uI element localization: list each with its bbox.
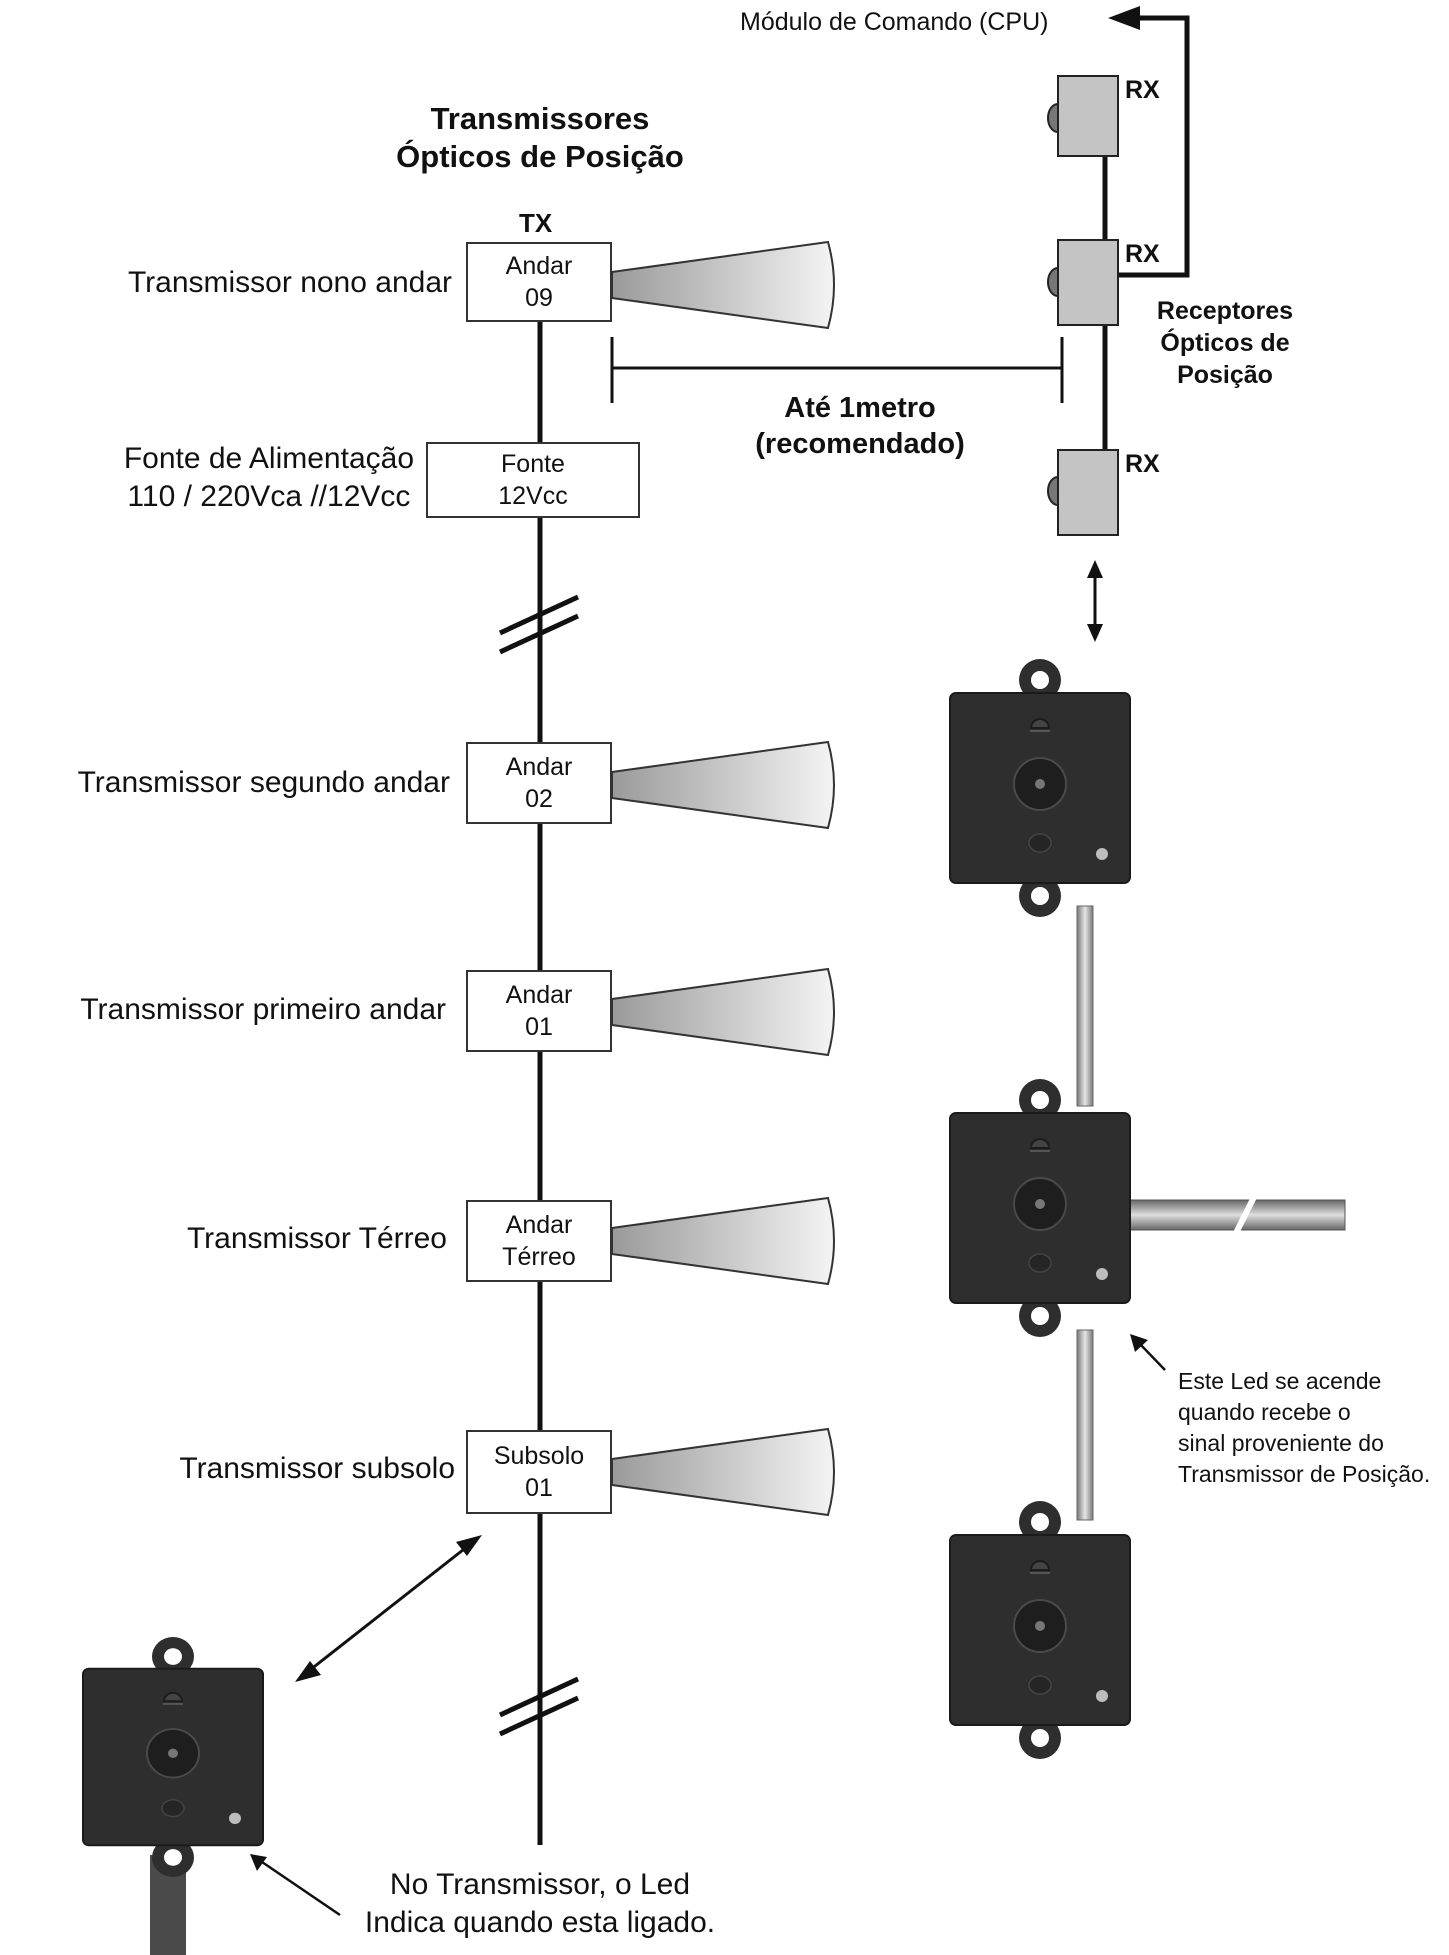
pointer-arrow-icon [250,1854,341,1917]
led-note-receiver-line3: sinal proveniente do [1178,1430,1384,1456]
pipe [1076,905,1094,1107]
power-supply-label-line1: Fonte de Alimentação [123,442,414,475]
tx-box-line2: 02 [525,785,553,813]
distance-label: Até 1metro (recomendado) [720,390,1000,462]
tx-box-andar-09: Andar 09 [466,242,612,322]
pipe-horizontal [1127,1193,1346,1237]
tx-box-line2: 01 [525,1013,553,1041]
rx-sensor [1047,449,1119,536]
transmitter-label-subsolo: Transmissor subsolo [179,1452,455,1485]
power-supply-box-line1: Fonte [501,450,565,478]
tx-box-line1: Andar [505,981,573,1009]
tx-box-line1: Andar [505,753,573,781]
led-note-receiver-line1: Este Led se acende [1178,1368,1382,1394]
receivers-label-line2: Ópticos de [1160,329,1290,357]
receivers-label: Receptores Ópticos de Posição [1135,295,1315,391]
tx-box-line2: 09 [525,284,553,312]
diagram-title-line1: Transmissores [430,101,650,136]
transmitter-label-segundo: Transmissor segundo andar [77,766,450,799]
diagram-title: Transmissores Ópticos de Posição [330,100,750,176]
receivers-label-line3: Posição [1177,361,1273,389]
diagram-title-line2: Ópticos de Posição [396,139,684,174]
receivers-label-line1: Receptores [1156,297,1294,325]
pipe [1076,1329,1094,1521]
led-note-transmitter-line1: No Transmissor, o Led [389,1868,691,1901]
double-arrow-icon [1087,560,1103,642]
line-break-mark [498,594,580,655]
beam-icon [598,1427,835,1517]
transmitter-label-terreo: Transmissor Térreo [186,1222,447,1255]
cpu-label: Módulo de Comando (CPU) [740,8,1049,36]
receiver-device-photo [949,1078,1131,1338]
beam-icon [598,240,835,330]
rx-label: RX [1125,76,1160,104]
power-supply-box: Fonte 12Vcc [426,442,640,518]
cpu-connection-line [1118,15,1190,278]
tx-header: TX [519,208,553,238]
beam-icon [598,740,835,830]
led-note-receiver-line2: quando recebe o [1178,1399,1351,1425]
tx-box-andar-01: Andar 01 [466,970,612,1052]
led-note-transmitter: No Transmissor, o Led Indica quando esta… [330,1866,750,1942]
line-break-mark [498,1676,580,1737]
transmitter-label-nono: Transmissor nono andar [127,266,452,299]
cpu-arrowhead-icon [1108,6,1140,30]
power-supply-label-line2: 110 / 220Vca //12Vcc [127,480,411,513]
tx-box-subsolo-01: Subsolo 01 [466,1430,612,1514]
led-note-transmitter-line2: Indica quando esta ligado. [364,1906,716,1939]
tx-box-line1: Andar [505,1211,573,1239]
distance-label-line2: (recomendado) [755,428,965,460]
tx-box-line1: Subsolo [493,1442,585,1470]
distance-label-line1: Até 1metro [784,392,936,424]
power-supply-label: Fonte de Alimentação 110 / 220Vca //12Vc… [124,440,414,516]
receiver-device-photo [949,1500,1131,1760]
power-supply-box-line2: 12Vcc [498,482,568,510]
tx-box-andar-02: Andar 02 [466,742,612,824]
double-arrow-icon [295,1535,482,1682]
rx-sensor [1047,75,1119,157]
tx-box-line2: Térreo [502,1243,576,1271]
tx-box-line1: Andar [505,252,573,280]
transmitter-label-primeiro: Transmissor primeiro andar [80,993,446,1026]
transmitter-device-photo [82,1636,264,1878]
beam-icon [598,1196,835,1286]
tx-box-andar-terreo: Andar Térreo [466,1200,612,1282]
tx-box-line2: 01 [525,1474,553,1502]
led-note-receiver: Este Led se acende quando recebe o sinal… [1178,1366,1430,1490]
rx-label: RX [1125,450,1160,478]
beam-icon [598,967,835,1057]
rx-sensor [1047,239,1119,326]
distance-dimension [610,337,1064,403]
receiver-device-photo [949,658,1131,918]
led-note-receiver-line4: Transmissor de Posição. [1178,1461,1431,1487]
pointer-arrow-icon [1130,1334,1166,1371]
rx-label: RX [1125,240,1160,268]
